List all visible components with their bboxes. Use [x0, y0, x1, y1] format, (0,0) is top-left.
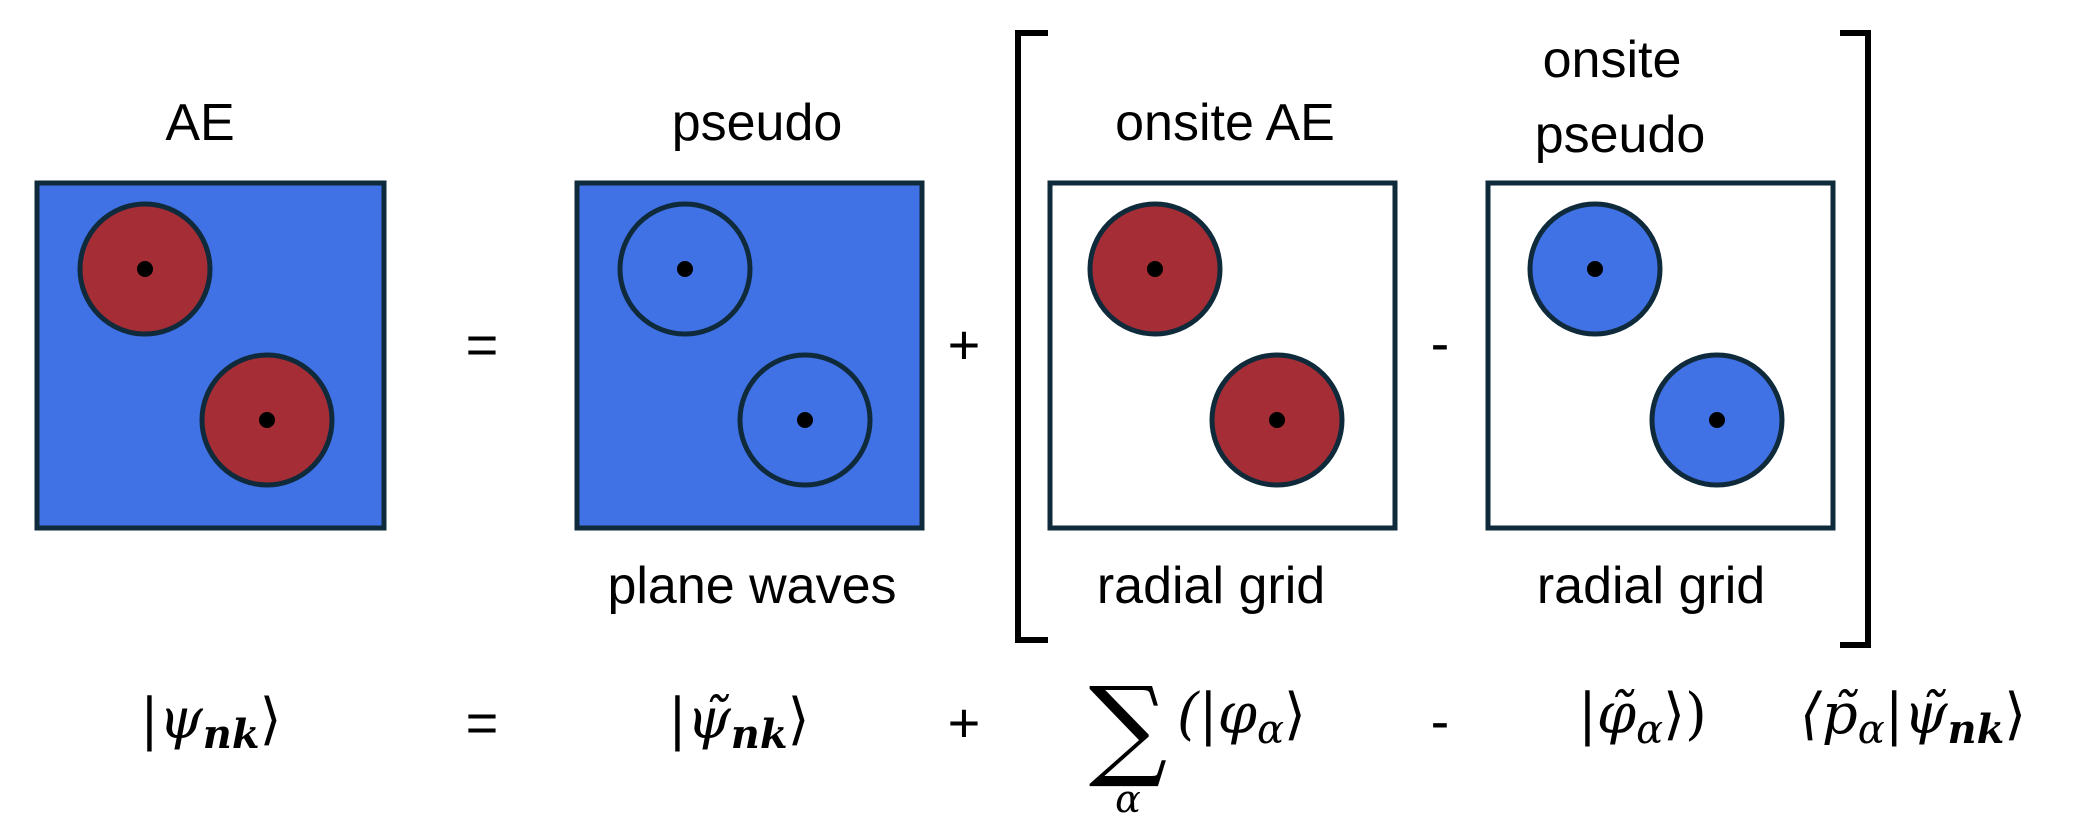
onsite-pseudo-atom-2-nucleus — [1709, 412, 1725, 428]
formula-projector-bra: ⟨p̃ — [1800, 682, 1858, 747]
formula-onsite-ae-partial: (|φα⟩ — [1177, 682, 1306, 753]
formula-onsite-ae-ket-close: ⟩ — [1284, 682, 1306, 747]
pseudo-atom-2-nucleus — [797, 412, 813, 428]
formula-projector-ket-close: ⟩ — [2004, 682, 2026, 747]
right-bracket — [1840, 30, 1871, 648]
formula-onsite-pseudo-ket-open: |φ̃ — [1578, 682, 1636, 747]
pseudo-panel-title: pseudo — [672, 94, 843, 152]
formula-onsite-pseudo-ket-close: ⟩) — [1663, 682, 1707, 747]
onsite-pseudo-panel-title-line1: onsite — [1543, 31, 1682, 89]
minus-operator-bottom: - — [1431, 689, 1450, 752]
formula-sum-symbol: ∑ — [1089, 663, 1168, 791]
formula-ae-wavefunction: |ψnk⟩ — [140, 687, 281, 758]
pseudo-panel-box — [574, 180, 925, 531]
onsite-ae-atom-1-nucleus — [1147, 261, 1163, 277]
formula-projector-mid: |ψ̃ — [1885, 682, 1949, 747]
plus-operator-bottom: + — [948, 691, 981, 754]
onsite-ae-panel-title: onsite AE — [1115, 94, 1335, 152]
onsite-ae-panel-subtitle: radial grid — [1097, 557, 1325, 615]
equals-operator-top: = — [466, 313, 499, 376]
formula-projector-subscript: α — [1858, 707, 1885, 753]
formula-onsite-ae-subscript: α — [1257, 707, 1284, 753]
formula-projector-overlap: ⟨p̃α|ψ̃nk⟩ — [1800, 682, 2026, 753]
formula-pseudo-wavefunction: |ψ̃nk⟩ — [668, 687, 809, 758]
onsite-pseudo-panel-title-line2: pseudo — [1535, 106, 1706, 164]
formula-onsite-ae-ket-open: (|φ — [1177, 682, 1257, 747]
onsite-pseudo-panel-subtitle: radial grid — [1537, 557, 1765, 615]
formula-ae-ket-close: ⟩ — [260, 687, 282, 752]
formula-ae-ket-open: |ψ — [140, 687, 204, 752]
ae-atom-1-nucleus — [137, 261, 153, 277]
pseudo-panel-subtitle: plane waves — [607, 557, 896, 615]
formula-pseudo-subscript: nk — [731, 711, 788, 758]
onsite-pseudo-atom-1-nucleus — [1587, 261, 1603, 277]
minus-operator-top: - — [1431, 311, 1450, 374]
onsite-ae-atom-2-nucleus — [1269, 412, 1285, 428]
pseudo-atom-1-nucleus — [677, 261, 693, 277]
formula-projector-subscript-2: nk — [1948, 706, 2005, 753]
formula-sum-index: α — [1115, 777, 1141, 821]
formula-onsite-pseudo-partial: |φ̃α⟩) — [1578, 682, 1707, 753]
left-bracket — [1015, 30, 1048, 643]
equals-operator-bottom: = — [466, 691, 499, 754]
formula-pseudo-ket-close: ⟩ — [788, 687, 810, 752]
ae-panel-title: AE — [165, 94, 234, 152]
formula-ae-subscript: nk — [203, 711, 260, 758]
ae-atom-2-nucleus — [259, 412, 275, 428]
formula-onsite-pseudo-subscript: α — [1636, 707, 1663, 753]
formula-pseudo-ket-open: |ψ̃ — [668, 687, 732, 752]
plus-operator-top: + — [948, 313, 981, 376]
